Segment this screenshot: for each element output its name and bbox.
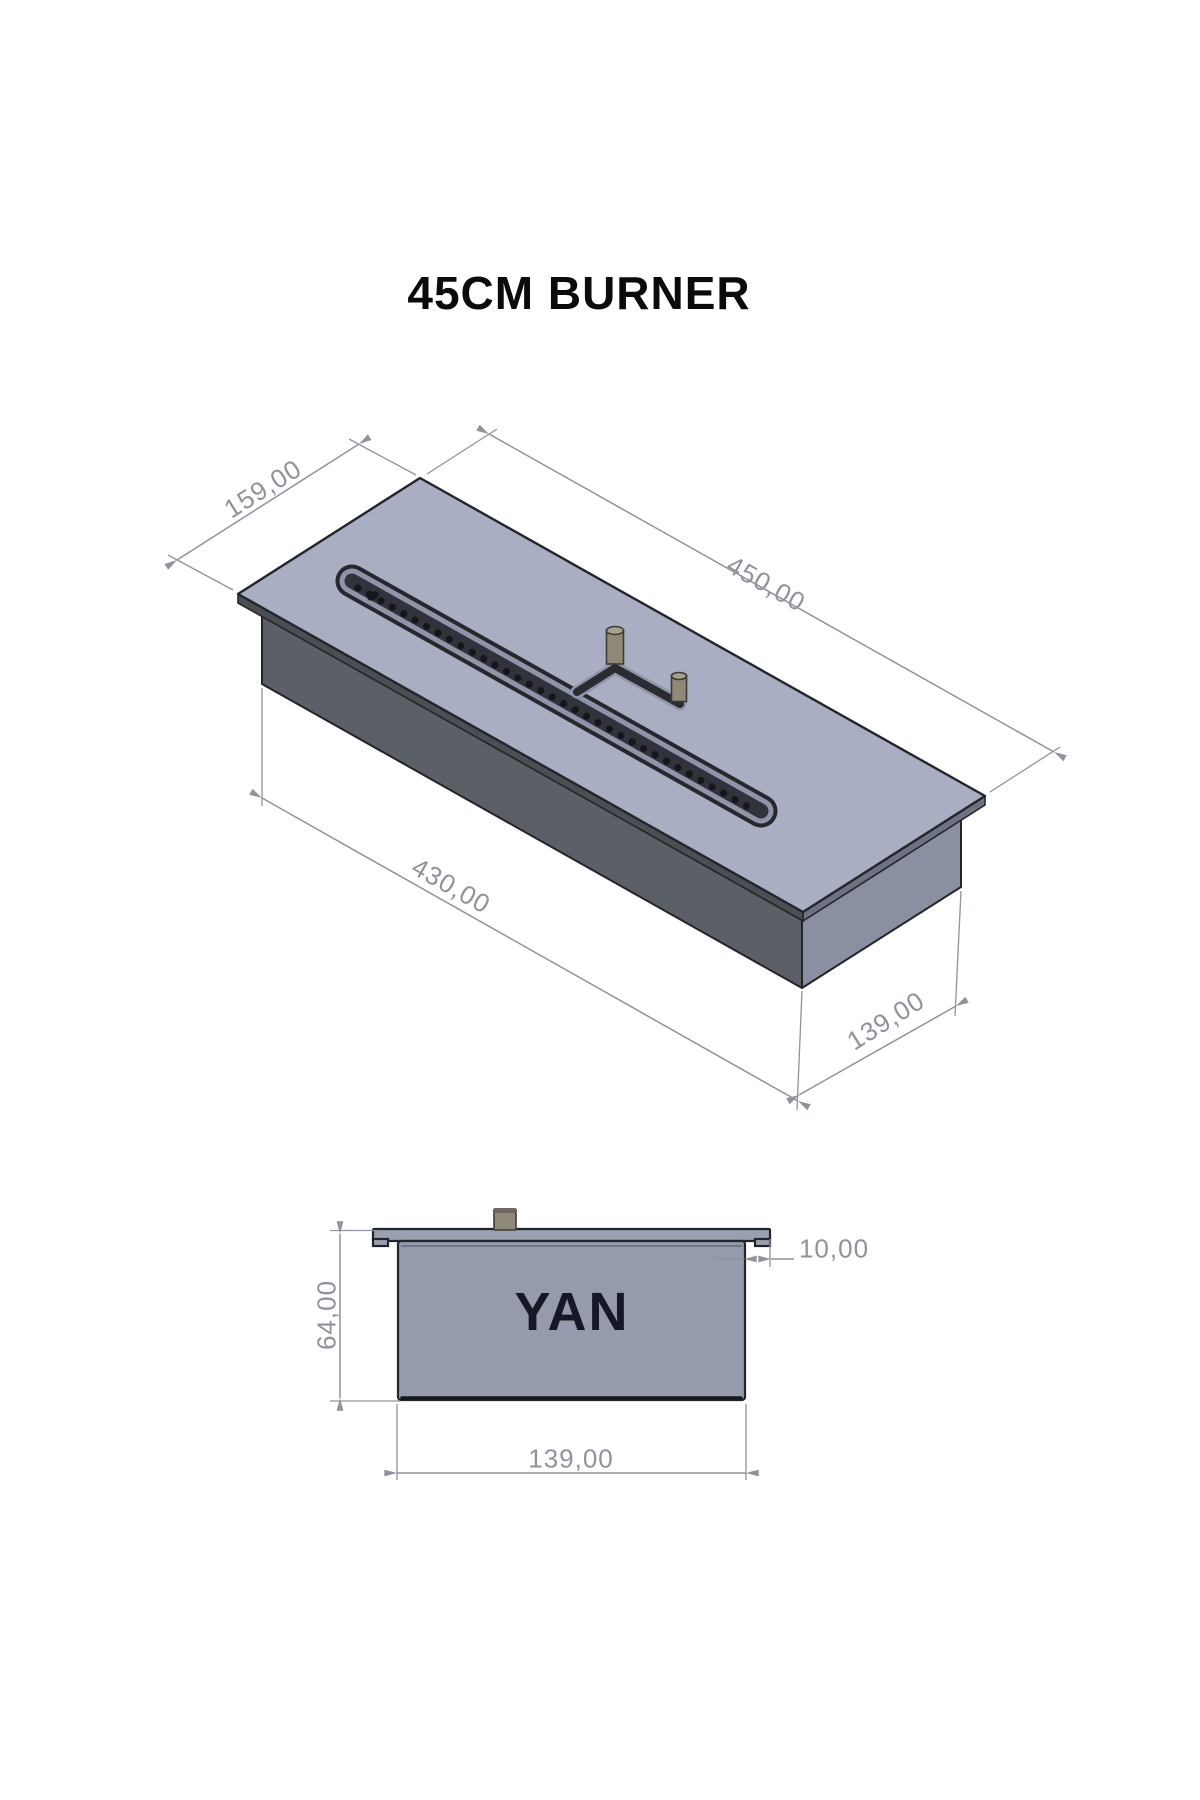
dimension-side-width: [384, 1404, 759, 1480]
page-title: 45CM BURNER: [407, 267, 751, 319]
dim-label-side-width: 139,00: [528, 1443, 614, 1474]
side-flange-lip-left: [371, 1237, 390, 1248]
side-body: [396, 1239, 747, 1402]
side-view-label: YAN: [514, 1282, 630, 1342]
dimension-width-top: [164, 434, 417, 591]
side-flange: [371, 1227, 772, 1243]
dimension-side-overhang: [716, 1239, 794, 1267]
dimension-width-bottom: [786, 890, 969, 1105]
dimension-side-height: [330, 1221, 400, 1411]
side-flange-lip-right: [753, 1237, 772, 1248]
dim-label-side-overhang: 10,00: [798, 1233, 870, 1264]
side-view: [330, 1208, 794, 1480]
control-pin-2: [670, 671, 688, 703]
control-pin-1: [605, 625, 625, 665]
dimension-length-top: [426, 424, 1067, 793]
isometric-view: [164, 424, 1067, 1111]
slot-end-hole: [367, 591, 379, 601]
dim-label-side-height: 64,00: [311, 1279, 342, 1351]
side-pin: [493, 1208, 517, 1231]
